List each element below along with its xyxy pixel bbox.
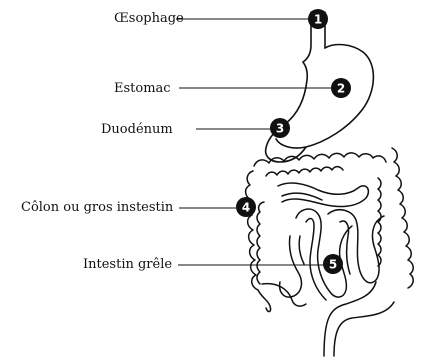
number-badges: 1 2 3 4 5 — [236, 9, 351, 274]
badge-4: 4 — [236, 197, 256, 217]
stomach-shape — [276, 45, 373, 148]
badge-3: 3 — [270, 118, 290, 138]
badge-5: 5 — [323, 254, 343, 274]
badge-1: 1 — [308, 9, 328, 29]
svg-text:5: 5 — [329, 258, 337, 272]
badge-2: 2 — [331, 78, 351, 98]
colon-shape — [246, 148, 414, 356]
svg-text:1: 1 — [314, 13, 322, 27]
svg-text:2: 2 — [337, 82, 345, 96]
svg-text:4: 4 — [242, 201, 250, 215]
svg-text:3: 3 — [276, 122, 284, 136]
small-intestine-shape — [262, 183, 384, 306]
